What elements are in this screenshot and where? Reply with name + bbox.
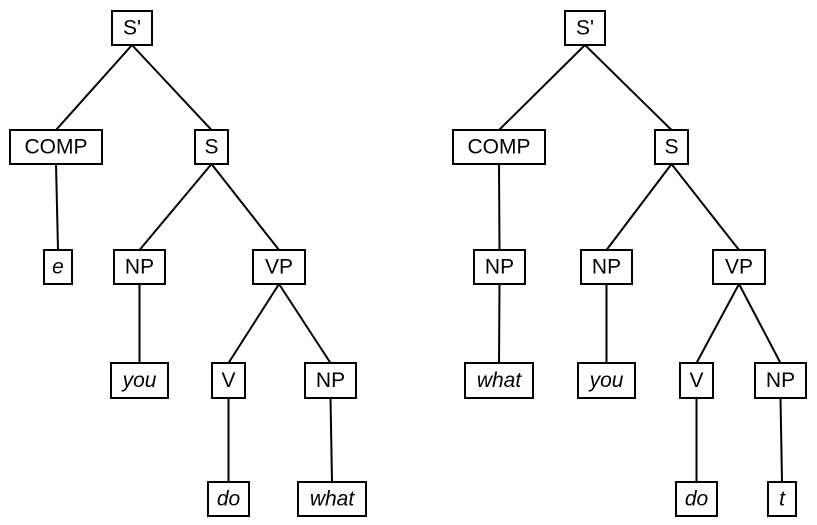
tree-node-do: do <box>207 481 250 517</box>
node-label: COMP <box>25 136 88 159</box>
node-label: e <box>52 256 64 279</box>
node-box <box>252 249 306 285</box>
tree-edge-l-comp-to-l-e <box>55 163 59 251</box>
tree-node-what: what <box>464 362 534 399</box>
tree-edge-r-vp-to-r-v <box>695 283 740 364</box>
node-box <box>675 481 718 517</box>
tree-edge-l-np2-to-l-what <box>329 397 333 483</box>
node-label: do <box>685 488 709 511</box>
node-label: NP <box>766 369 795 392</box>
tree-node-s: S <box>654 129 689 165</box>
tree-node-vp: VP <box>252 249 306 285</box>
node-box <box>452 129 546 165</box>
tree-node-you: you <box>577 362 636 399</box>
tree-edge-r-s-to-r-vp <box>670 163 740 251</box>
tree-edge-l-s-to-l-np1 <box>138 163 213 251</box>
node-box <box>767 481 797 517</box>
tree-edge-r-sbar-to-r-s <box>584 44 673 131</box>
tree-node-np: NP <box>473 249 526 285</box>
tree-node-comp: COMP <box>452 129 546 165</box>
node-box <box>464 362 534 399</box>
node-label: NP <box>316 369 345 392</box>
tree-node-np: NP <box>580 249 633 285</box>
tree-edge-r-vp-to-r-np2 <box>738 283 782 364</box>
node-box <box>9 129 103 165</box>
tree-edge-r-np2-to-r-t <box>779 397 783 483</box>
node-label: VP <box>725 256 753 279</box>
node-label: S' <box>123 17 141 40</box>
node-box <box>473 249 526 285</box>
node-box <box>304 362 357 399</box>
node-label: S' <box>576 17 594 40</box>
node-label: S <box>204 136 218 159</box>
node-box <box>712 249 766 285</box>
tree-node-sbar: S' <box>111 10 153 46</box>
tree-node-what: what <box>297 481 367 517</box>
tree-node-e: e <box>43 249 73 285</box>
node-label: NP <box>485 256 514 279</box>
tree-edge-l-sbar-to-l-comp <box>55 44 133 131</box>
node-box <box>297 481 367 517</box>
node-box <box>113 249 166 285</box>
tree-node-you: you <box>110 362 169 399</box>
node-box <box>679 362 714 399</box>
node-box <box>110 362 169 399</box>
node-label: V <box>689 369 703 392</box>
tree-edge-l-vp-to-l-v <box>227 283 280 364</box>
node-label: VP <box>265 256 293 279</box>
node-label: S <box>664 136 678 159</box>
node-label: NP <box>592 256 621 279</box>
tree-edges-group <box>55 44 783 483</box>
node-box <box>754 362 807 399</box>
node-label: COMP <box>468 136 531 159</box>
node-label: you <box>121 369 157 392</box>
node-box <box>577 362 636 399</box>
tree-edge-r-s-to-r-np1 <box>605 163 673 251</box>
tree-node-v: V <box>679 362 714 399</box>
tree-edge-l-vp-to-l-np2 <box>278 283 332 364</box>
node-label: t <box>779 488 786 511</box>
tree-edge-r-np0-to-r-what <box>498 283 501 364</box>
node-label: you <box>588 369 624 392</box>
node-label: V <box>221 369 235 392</box>
node-box <box>564 10 606 46</box>
tree-node-np: NP <box>754 362 807 399</box>
tree-node-np: NP <box>113 249 166 285</box>
node-box <box>207 481 250 517</box>
tree-node-do: do <box>675 481 718 517</box>
tree-edge-r-sbar-to-r-comp <box>498 44 586 131</box>
tree-edge-l-s-to-l-vp <box>210 163 280 251</box>
tree-node-t: t <box>767 481 797 517</box>
node-box <box>111 10 153 46</box>
node-box <box>43 249 73 285</box>
tree-edge-l-sbar-to-l-s <box>131 44 213 131</box>
tree-node-v: V <box>211 362 246 399</box>
node-box <box>654 129 689 165</box>
tree-node-vp: VP <box>712 249 766 285</box>
tree-node-np: NP <box>304 362 357 399</box>
node-label: do <box>217 488 241 511</box>
node-box <box>211 362 246 399</box>
node-label: what <box>310 488 356 511</box>
node-label: what <box>477 369 523 392</box>
node-label: NP <box>125 256 154 279</box>
tree-edge-r-comp-to-r-np0 <box>498 163 501 251</box>
tree-node-s: S <box>194 129 229 165</box>
tree-node-comp: COMP <box>9 129 103 165</box>
node-box <box>194 129 229 165</box>
node-box <box>580 249 633 285</box>
tree-node-sbar: S' <box>564 10 606 46</box>
